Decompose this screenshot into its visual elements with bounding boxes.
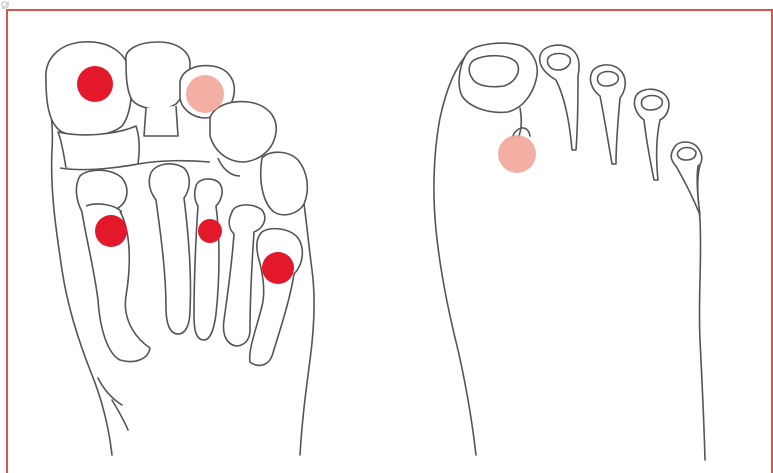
foot-outline-top-view: [434, 43, 705, 460]
foot-skeleton-bottom-view: [46, 42, 314, 455]
marker-fifth-metatarsal: [262, 252, 294, 284]
marker-second-toe-tip: [186, 75, 224, 113]
metatarsal-2: [149, 164, 190, 334]
marker-first-metatarsal: [95, 215, 127, 247]
metatarsal-1: [76, 170, 150, 361]
fifth-toe: [261, 152, 308, 215]
fourth-toe: [210, 102, 276, 162]
metatarsal-3: [194, 179, 222, 340]
right-big-toenail: [469, 56, 518, 87]
marker-third-metatarsal: [198, 219, 222, 243]
marker-big-toe-tip: [77, 66, 113, 102]
marker-between-first-second-toe: [498, 135, 536, 173]
metatarsal-5: [250, 229, 303, 366]
